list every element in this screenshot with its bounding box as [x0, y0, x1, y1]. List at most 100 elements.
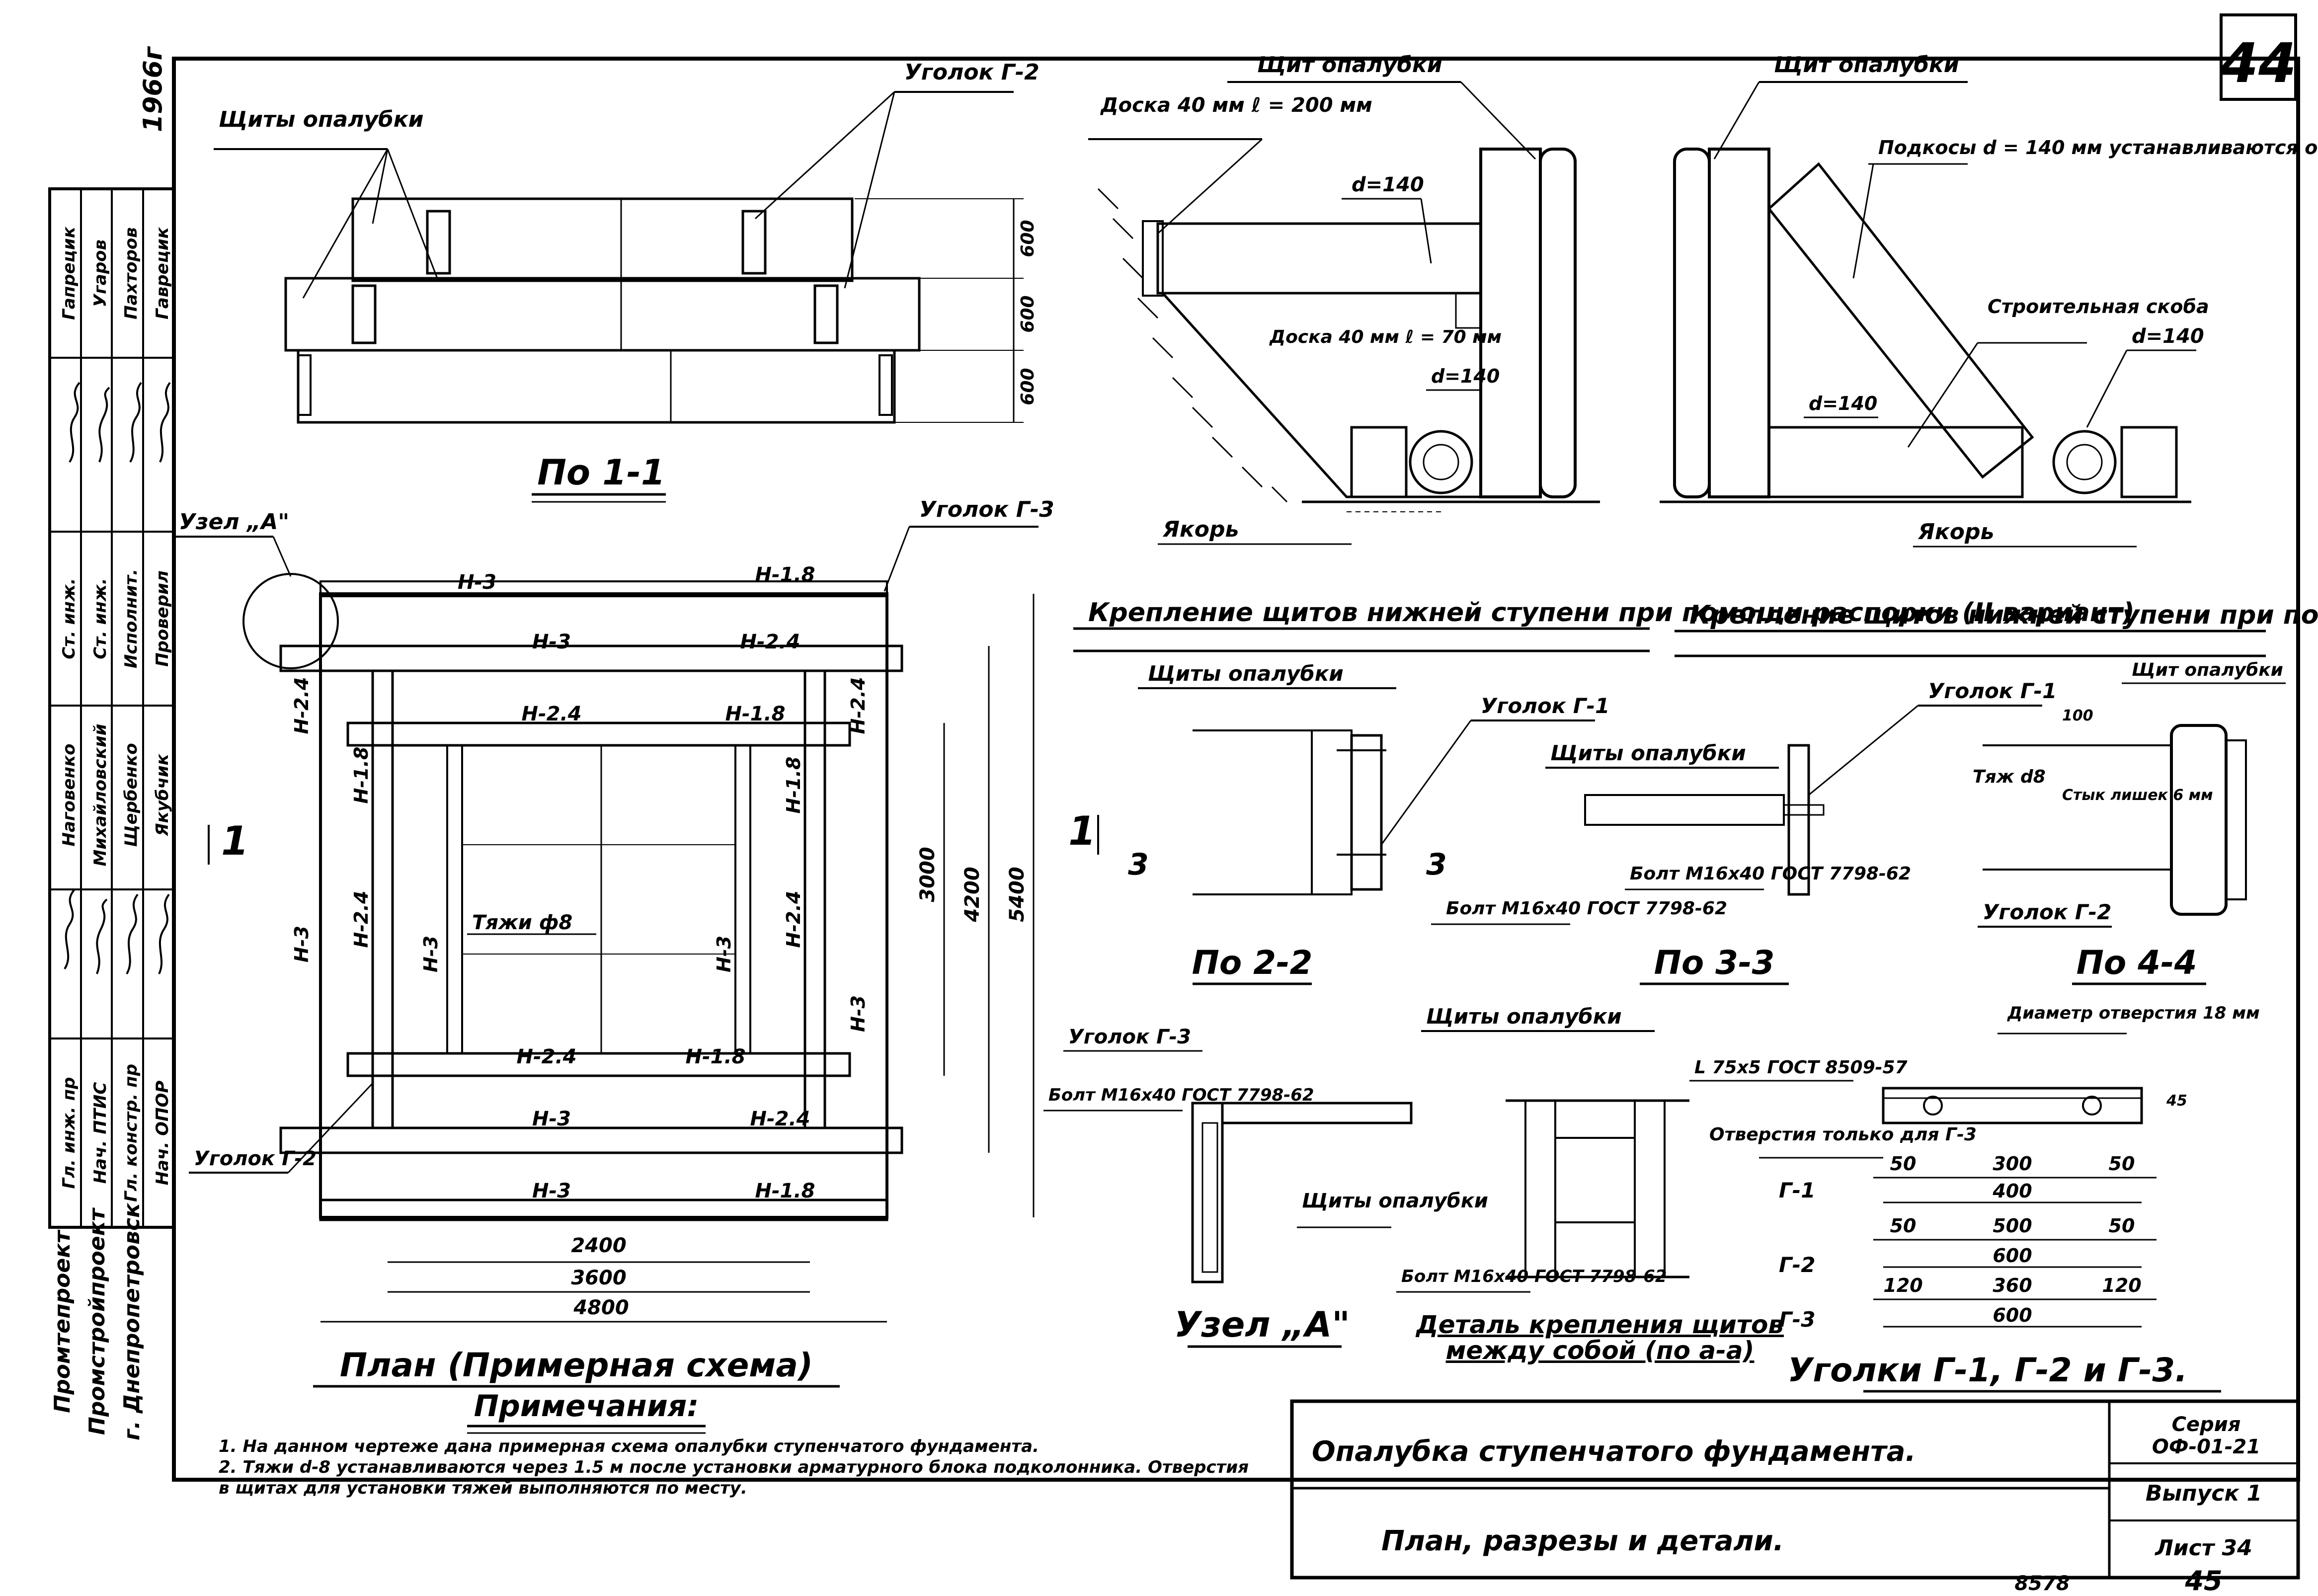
page-number: 44	[2220, 31, 2296, 95]
dim: 600	[1993, 1245, 2032, 1267]
panel-mark: Н-3	[420, 936, 442, 972]
signature	[159, 382, 171, 463]
signature	[158, 893, 170, 974]
title-block: Опалубка ступенчатого фундамента. План, …	[1290, 1399, 2300, 1596]
stamp-name: Гапрецик	[59, 226, 79, 320]
stamp-role: Ст. инж.	[90, 578, 110, 659]
panel-mark: Н-1.8	[783, 757, 804, 814]
callout: Уголок Г-2	[1983, 900, 2111, 924]
angle-label: Г-2	[1779, 1253, 1815, 1277]
callout: Доска 40 мм ℓ = 200 мм	[1100, 94, 1372, 117]
drawing-subtitle: План, разрезы и детали.	[1381, 1525, 1784, 1557]
drawing-title: Опалубка ступенчатого фундамента.	[1312, 1436, 1916, 1468]
view-title: Крепление щитов нижней ступени при помощ…	[1088, 598, 2135, 628]
view-title: Уголки Г-1, Г-2 и Г-3.	[1788, 1351, 2188, 1389]
panel-mark: Н-1.8	[686, 1045, 746, 1068]
section-mark: 1	[221, 818, 249, 864]
view-detail: Щиты опалубки Болт М16х40 ГОСТ 7798-62 Д…	[1396, 1004, 1784, 1365]
panel-mark: Н-1.8	[755, 1180, 815, 1202]
notes-heading: Примечания:	[474, 1389, 699, 1424]
view-title: План (Примерная схема)	[340, 1346, 813, 1384]
stamp-role: Гл. констр. пр	[121, 1064, 141, 1202]
signature	[96, 898, 108, 974]
sheet-number-bottom: 45	[2184, 1565, 2222, 1596]
dim: 600	[1018, 220, 1038, 257]
panel-mark: Н-2.4	[847, 677, 869, 734]
panel-mark: Н-3	[458, 571, 496, 594]
callout: Уголок Г-1	[1928, 679, 2057, 703]
dim: 400	[1992, 1180, 2032, 1202]
series-label: Серия	[2172, 1413, 2241, 1436]
panel-mark: Н-1.8	[725, 703, 786, 725]
stamp-name: Гаврецик	[153, 227, 172, 319]
panel-mark: Н-2.4	[750, 1108, 810, 1130]
callout: Уголок Г-2	[904, 60, 1039, 85]
stamp-name: Пахторов	[121, 227, 141, 319]
dim: 4800	[573, 1296, 629, 1319]
note-2: 2. Тяжи d-8 устанавливаются через 1.5 м …	[219, 1457, 1249, 1498]
stamp-role: Нач. ОПОР	[153, 1081, 172, 1186]
view-title: По 3-3	[1654, 944, 1775, 982]
panel-mark: Н-3	[713, 936, 735, 972]
callout: d=140	[1809, 393, 1877, 414]
callout: Болт М16х40 ГОСТ 7798-62	[1048, 1085, 1314, 1105]
view-ugolki: L 75х5 ГОСТ 8509-57 Диаметр отверстия 18…	[1689, 1003, 2260, 1393]
signature	[126, 893, 139, 975]
panel-mark: Н-2.4	[522, 703, 582, 725]
notes: Примечания: 1. На данном чертеже дана пр…	[219, 1389, 1249, 1498]
stamp-name: Якубчик	[153, 753, 172, 836]
view-kreplenie-variant-2: Щит опалубки Доска 40 мм ℓ = 200 мм d=14…	[1073, 52, 2135, 652]
dim: 50	[1890, 1153, 1917, 1175]
callout: Болт М16х40 ГОСТ 7798-62	[1630, 864, 1911, 884]
callout: Доска 40 мм ℓ = 70 мм	[1269, 327, 1502, 347]
note-1: 1. На данном чертеже дана примерная схем…	[219, 1436, 1039, 1456]
dim: 100	[2062, 707, 2093, 724]
callout: Щиты опалубки	[219, 107, 423, 132]
stamp-org-3: г. Днепропетровск	[119, 1202, 145, 1440]
callout: Щит опалубки	[1257, 52, 1442, 78]
callout: Подкосы d = 140 мм устанавливаются от то…	[1878, 137, 2318, 159]
callout: Якорь	[1918, 519, 1994, 545]
callout: L 75х5 ГОСТ 8509-57	[1694, 1057, 1908, 1078]
series-code: ОФ-01-21	[2152, 1436, 2260, 1458]
year-label: 1966г	[138, 46, 168, 132]
stamp-role: Ст. инж.	[59, 578, 79, 659]
dim: 600	[1993, 1304, 2032, 1326]
stamp-name: Михайловский	[90, 723, 110, 866]
dim: 600	[1018, 295, 1038, 332]
page-number-box	[2220, 13, 2297, 101]
view-po-2-2: Щиты опалубки Уголок Г-1 Болт М16х40 ГОС…	[1128, 661, 1727, 985]
stamp-role: Гл. инж. пр	[59, 1077, 79, 1189]
callout: Щит опалубки	[1774, 52, 1959, 78]
callout: Болт М16х40 ГОСТ 7798-62	[1401, 1267, 1667, 1286]
callout: Уголок Г-2	[194, 1147, 317, 1170]
dim: 500	[1993, 1215, 2032, 1237]
callout: Стык лишек 6 мм	[2062, 787, 2213, 804]
callout: Щит опалубки	[2132, 660, 2283, 680]
panel-mark: Н-2.4	[291, 677, 313, 734]
panel-mark: Н-1.8	[755, 563, 815, 586]
view-title: По 2-2	[1192, 944, 1313, 982]
callout: Узел „А"	[179, 509, 289, 535]
section-mark: 3	[1128, 847, 1149, 882]
panel-mark: Н-2.4	[740, 631, 800, 653]
section-mark: 3	[1426, 847, 1447, 882]
panel-mark: Н-2.4	[517, 1045, 577, 1068]
stamp-role: Нач. ПТИС	[90, 1082, 110, 1184]
archive-number: 8578	[2014, 1572, 2070, 1595]
dim: 120	[2102, 1275, 2141, 1296]
callout: Щиты опалубки	[1302, 1190, 1488, 1212]
dim: 50	[2109, 1215, 2135, 1237]
panel-mark: Н-2.4	[350, 891, 372, 948]
callout: Строительная скоба	[1988, 296, 2209, 318]
signature	[129, 382, 142, 463]
view-po-3-3: Щиты опалубки Болт М16х40 ГОСТ 7798-62 У…	[1545, 679, 2057, 985]
view-po-1-1: 600 600 600 По 1-1 Щиты опалубки Уголок …	[214, 60, 1039, 503]
callout: d=140	[2132, 325, 2204, 348]
view-title: Деталь крепления щитов между собой (по а…	[1416, 1312, 1784, 1365]
stamp-role: Исполнит.	[121, 569, 141, 668]
signature	[69, 382, 80, 463]
view-title: Крепление щитов нижней ступени при помощ…	[1689, 600, 2318, 630]
dim: 3000	[916, 847, 939, 902]
